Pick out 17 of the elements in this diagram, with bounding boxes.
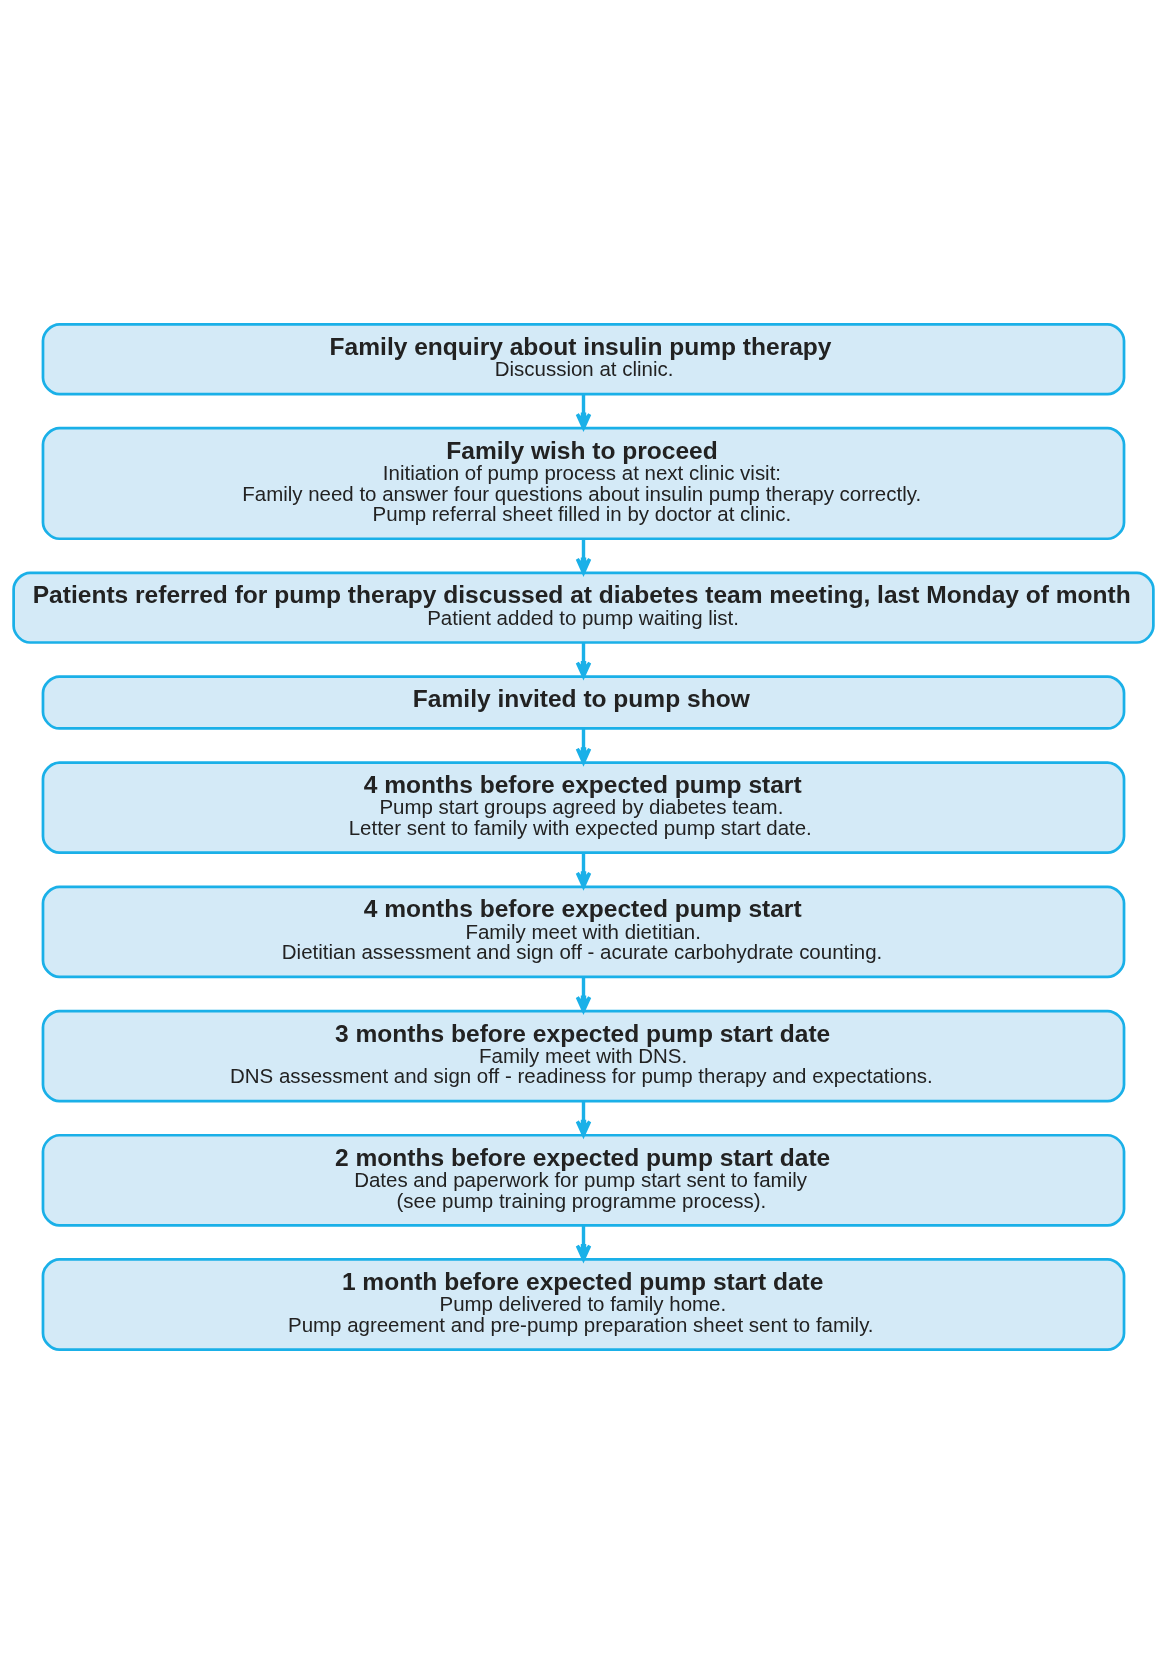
node-box: 4 months before expected pump start Family meet with dietitian. Dietitian assessment and sign off - acurate carbohydrate counting. — [41, 884, 1126, 978]
arrow — [575, 393, 592, 430]
arrow — [575, 976, 592, 1013]
node-box: Family enquiry about insulin pump therapy Discussion at clinic. — [41, 322, 1126, 395]
arrow — [575, 1100, 592, 1137]
node-box: 4 months before expected pump start Pump start groups agreed by diabetes team. Letter sent to family with expected pump start date. — [41, 760, 1126, 854]
arrow — [575, 1225, 592, 1261]
arrow — [575, 728, 592, 764]
node-box: Patients referred for pump therapy discussed at diabetes team meeting, last Monday of month Patient added to pump waiting list. — [12, 571, 1155, 644]
node-box: 1 month before expected pump start date Pump delivered to family home. Pump agreement and pre-pump preparation sheet sent to family. — [41, 1257, 1126, 1351]
arrow — [575, 538, 592, 574]
node-box: 3 months before expected pump start date Family meet with DNS. DNS assessment and sign off - readiness for pump therapy and expectations. — [41, 1009, 1126, 1102]
arrow — [575, 642, 592, 678]
node-box: 2 months before expected pump start date Dates and paperwork for pump start sent to family (see pump training programme process). — [41, 1133, 1126, 1227]
node-box: Family invited to pump show — [41, 674, 1126, 730]
arrow — [575, 852, 592, 888]
node-box: Family wish to proceed Initiation of pump process at next clinic visit: Family need to answer four questions about insulin pump therapy correctly. Pump referral sheet filled in by doctor at clinic. — [41, 426, 1126, 540]
